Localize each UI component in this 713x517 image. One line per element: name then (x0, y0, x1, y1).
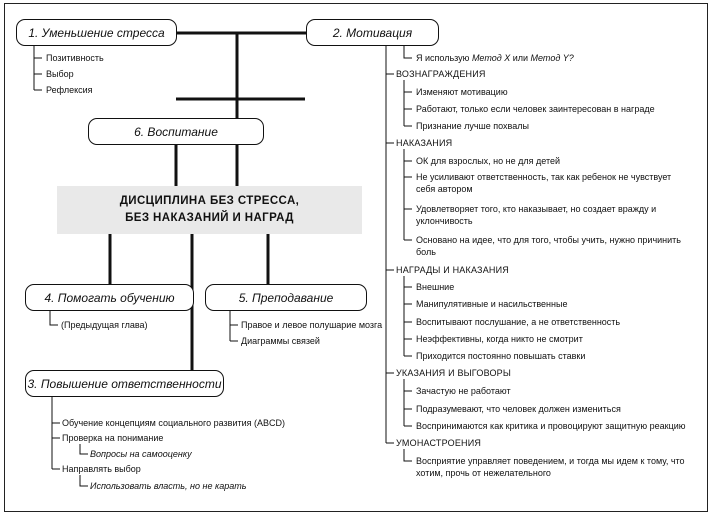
central-node: ДИСЦИПЛИНА БЕЗ СТРЕССА, БЕЗ НАКАЗАНИЙ И … (57, 186, 362, 234)
teaching-list-bracket (229, 309, 238, 342)
section-heading-instructions: УКАЗАНИЯ И ВЫГОВОРЫ (396, 368, 512, 378)
responsibility-box: 3. Повышение ответственности (25, 370, 224, 397)
instructions-item: Подразумевают, что человек должен измени… (416, 404, 621, 414)
method-y: Метод Y? (530, 53, 574, 63)
motivation-box: 2. Мотивация (306, 19, 439, 46)
rewards-item: Изменяют мотивацию (416, 87, 508, 97)
rewards-punishments-bracket (403, 276, 412, 357)
mindset-bracket (403, 449, 412, 462)
responsibility-item: Направлять выбор (62, 464, 141, 474)
section-heading-rewards-punishments: НАГРАДЫ И НАКАЗАНИЯ (396, 265, 509, 275)
section-heading-rewards: ВОЗНАГРАЖДЕНИЯ (396, 69, 486, 79)
central-title-line2: БЕЗ НАКАЗАНИЙ И НАГРАД (125, 212, 294, 224)
teaching-item: Диаграммы связей (241, 336, 320, 346)
responsibility-item: Обучение концепциям социального развития… (62, 418, 286, 428)
rewards-punishments-item: Манипулятивные и насильственные (416, 299, 568, 309)
section-heading-punishments: НАКАЗАНИЯ (396, 138, 453, 148)
diagram-frame (4, 3, 708, 512)
help-learning-item: (Предыдущая глава) (61, 320, 148, 330)
rewards-punishments-item: Неэффективны, когда никто не смотрит (416, 334, 583, 344)
method-prefix: Я использую (416, 53, 472, 63)
rewards-item: Работают, только если человек заинтересо… (416, 104, 655, 114)
teaching-item: Правое и левое полушарие мозга (241, 320, 383, 330)
instructions-item: Зачастую не работают (416, 386, 511, 396)
responsibility-sub2-bracket (79, 475, 88, 487)
rewards-punishments-item: Внешние (416, 282, 455, 292)
motivation-method-question: Я использую Метод X или Метод Y? (416, 52, 574, 64)
punishments-item: Основано на идее, что для того, чтобы уч… (416, 235, 681, 257)
punishments-item: Не усиливают ответственность, так как ре… (416, 172, 672, 194)
responsibility-sub1-bracket (79, 444, 88, 455)
motivation-method-bracket (403, 45, 412, 59)
stress-item: Рефлексия (46, 85, 93, 95)
instructions-item: Воспринимаются как критика и провоцируют… (416, 421, 686, 431)
rewards-bracket (403, 80, 412, 127)
rewards-item: Признание лучше похвалы (416, 121, 529, 131)
punishments-item: Удовлетворяет того, кто наказывает, но с… (416, 204, 657, 226)
method-mid: или (510, 53, 531, 63)
method-x: Метод X (471, 53, 511, 63)
punishments-bracket (403, 149, 412, 241)
punishments-item: ОК для взрослых, но не для детей (416, 156, 560, 166)
upbringing-box: 6. Воспитание (88, 118, 264, 145)
responsibility-list-bracket (51, 396, 60, 470)
responsibility-subitem: Вопросы на самооценку (90, 449, 192, 459)
stress-item: Выбор (46, 69, 74, 79)
responsibility-subitem: Использовать власть, но не карать (90, 481, 247, 491)
stress-item: Позитивность (46, 53, 104, 63)
stress-list-bracket (33, 45, 42, 91)
section-heading-mindset: УМОНАСТРОЕНИЯ (396, 438, 482, 448)
rewards-punishments-item: Воспитывают послушание, а не ответственн… (416, 317, 621, 327)
teaching-box: 5. Преподавание (205, 284, 367, 311)
responsibility-item: Проверка на понимание (62, 433, 164, 443)
help-learning-box: 4. Помогать обучению (25, 284, 194, 311)
central-title-line1: ДИСЦИПЛИНА БЕЗ СТРЕССА, (119, 195, 300, 207)
motivation-section-ticks (386, 73, 394, 444)
help-list-bracket (49, 309, 58, 326)
instructions-bracket (403, 379, 412, 427)
stress-box: 1. Уменьшение стресса (16, 19, 177, 46)
mindset-item: Восприятие управляет поведением, и тогда… (416, 456, 685, 478)
rewards-punishments-item: Приходится постоянно повышать ставки (416, 351, 586, 361)
